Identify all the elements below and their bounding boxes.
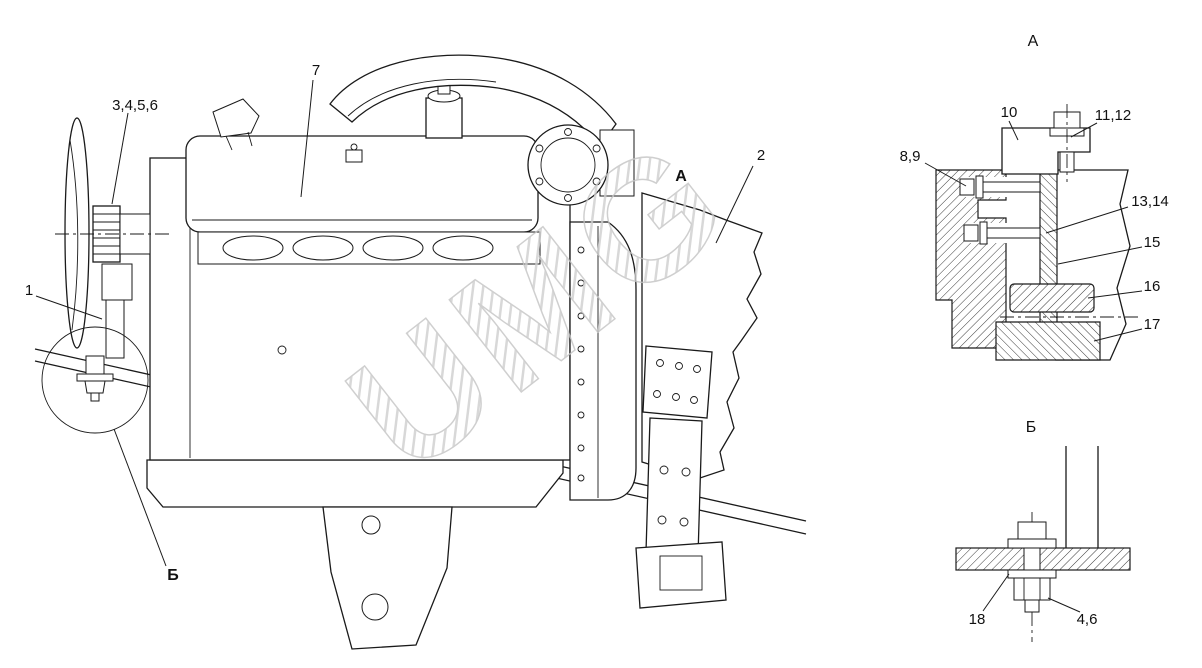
flange-bolt	[592, 177, 601, 186]
flange-bolt	[564, 194, 572, 202]
callout-46: 4,6	[1077, 611, 1098, 628]
callout-17: 17	[1144, 316, 1161, 333]
main-view: 3,4,5,6 7 2 1 А Б	[25, 54, 807, 650]
detail-b-circle	[41, 326, 149, 434]
bolt-assembly	[1007, 512, 1057, 642]
callout-2: 2	[757, 147, 765, 164]
bracket-hole-upper	[361, 515, 381, 535]
pulley-ribs	[93, 213, 120, 255]
fan-blade	[64, 117, 90, 349]
callout-7: 7	[312, 62, 320, 79]
front-support-bracket	[101, 263, 133, 301]
detail-view-b: Б 18 4,6	[955, 419, 1131, 642]
front-mount-bolt-assembly	[76, 355, 114, 402]
detail-b-title: Б	[1026, 419, 1037, 436]
exhaust-pipe-seam	[347, 78, 497, 117]
callout-1112: 11,12	[1095, 107, 1131, 124]
bolt-13-14	[963, 221, 1041, 245]
callout-3456: 3,4,5,6	[112, 97, 158, 114]
detail-b-leaders	[982, 573, 1081, 613]
callout-1: 1	[25, 282, 33, 299]
detail-a-title: А	[1028, 33, 1039, 50]
manifold-port	[292, 235, 354, 261]
support-17	[995, 321, 1101, 361]
oil-pan	[146, 459, 564, 508]
front-support-leg	[105, 299, 125, 359]
manifold-port	[222, 235, 284, 261]
callout-16: 16	[1144, 278, 1161, 295]
fan-blade-curve	[69, 139, 79, 331]
mount-plate	[955, 547, 1131, 571]
turbo-flange-inner	[540, 137, 596, 193]
callout-15: 15	[1144, 234, 1161, 251]
flange-bolt	[535, 144, 544, 153]
callout-89: 8,9	[900, 148, 921, 165]
turbo-flange	[527, 124, 609, 206]
view-label-a: А	[675, 168, 687, 185]
flywheel-housing	[569, 221, 637, 501]
block-hole	[277, 345, 287, 355]
flange-bolt	[564, 128, 572, 136]
oil-filler-neck	[247, 131, 253, 147]
front-lower-bracket	[322, 506, 453, 650]
manifold-port	[362, 235, 424, 261]
callout-1314: 13,14	[1131, 193, 1169, 210]
callout-10: 10	[1001, 104, 1018, 121]
detail-view-a: А 8,9 10 11,12 13,14 15 16 17	[900, 33, 1169, 361]
bolt-11-12	[1049, 104, 1085, 182]
rear-mount-bolts	[653, 359, 701, 404]
thermostat-tower	[425, 97, 463, 139]
breather-cap	[345, 149, 363, 163]
flange-bolt	[592, 144, 601, 153]
leader-lines	[35, 79, 754, 567]
cushion-16	[1009, 283, 1095, 313]
housing-bolts	[577, 246, 585, 482]
detail-a-leaders	[924, 120, 1143, 342]
oil-filler-cap	[212, 98, 260, 138]
view-label-b: Б	[167, 567, 179, 584]
rear-mount-bracket	[645, 417, 703, 557]
oil-filler-neck	[225, 135, 233, 151]
rear-bracket-bolts	[657, 465, 691, 527]
rear-mount-plate	[642, 345, 713, 419]
rear-mount-foot	[635, 541, 727, 609]
top-bracket-10	[1001, 127, 1091, 175]
bracket-hole-lower	[361, 593, 389, 621]
callout-18: 18	[969, 611, 986, 628]
rear-foot-hole	[659, 555, 703, 591]
breather-knob	[350, 143, 358, 151]
post	[1066, 446, 1098, 548]
flange-bolt	[535, 177, 544, 186]
bolt-8-9	[959, 175, 1041, 199]
manifold-port	[432, 235, 494, 261]
